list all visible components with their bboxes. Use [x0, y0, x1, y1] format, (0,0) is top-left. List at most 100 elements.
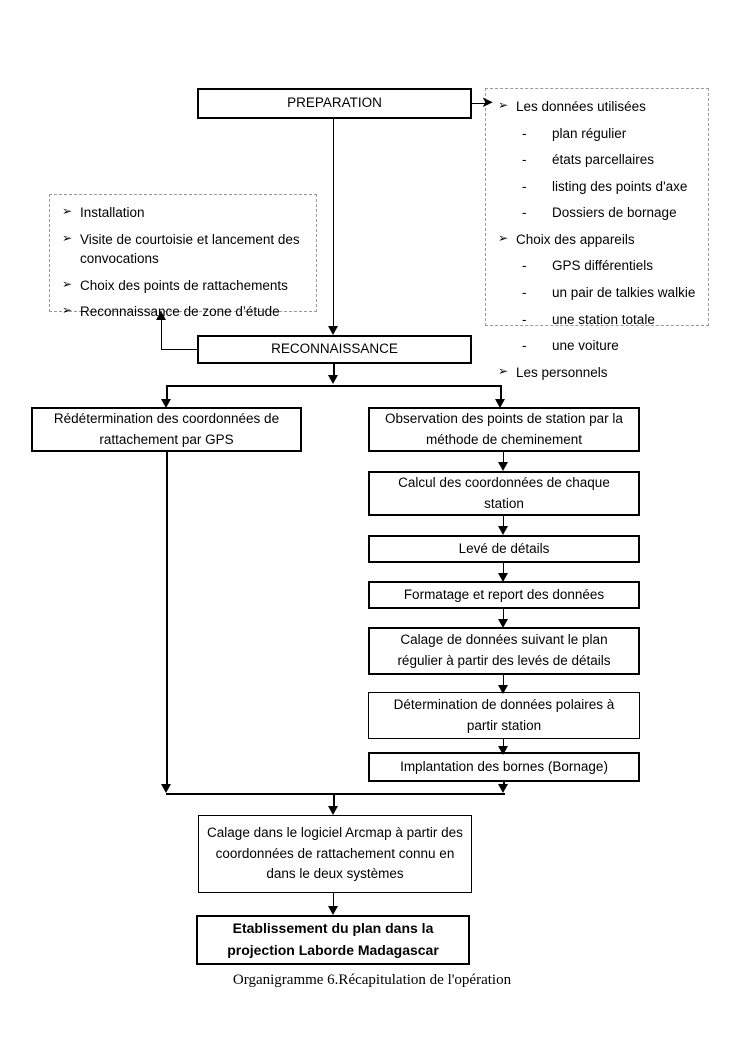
note-item: - une station totale: [496, 310, 698, 330]
note-reconnaissance-details: ➢ Installation ➢ Visite de courtoisie et…: [49, 194, 317, 319]
note-reconnaissance-list: ➢ Installation ➢ Visite de courtoisie et…: [60, 203, 306, 322]
note-item: - états parcellaires: [496, 150, 698, 170]
dash-bullet-icon: -: [522, 205, 527, 221]
dash-bullet-icon: -: [522, 338, 527, 354]
bullet-arrow-icon: ➢: [62, 230, 73, 245]
node-implantation-label: Implantation des bornes (Bornage): [400, 758, 608, 774]
note-item: ➢ Choix des points de rattachements: [60, 276, 306, 296]
note-item-label: Reconnaissance de zone d’étude: [80, 304, 280, 320]
connector-formatage-calage: [503, 609, 505, 621]
dash-bullet-icon: -: [522, 152, 527, 168]
node-preparation[interactable]: PREPARATION: [197, 88, 472, 119]
note-item: ➢ Installation: [60, 203, 306, 223]
connector-redetermination-down: [166, 452, 168, 786]
note-item-label: Choix des appareils: [516, 231, 635, 247]
note-item-label: états parcellaires: [552, 152, 655, 168]
node-formatage-label: Formatage et report des données: [403, 586, 605, 602]
arrowhead-to-leve: [498, 526, 508, 535]
connector-reconnaissance-down: [333, 364, 335, 377]
note-item-label: GPS différentiels: [552, 258, 654, 274]
note-item-label: Dossiers de bornage: [552, 205, 677, 221]
arrowhead-to-observation: [495, 399, 505, 408]
note-item: - un pair de talkies walkie: [496, 283, 698, 303]
arrowhead-to-reconnaissance: [328, 326, 338, 335]
note-item: - listing des points d'axe: [496, 177, 698, 197]
note-item-label: Visite de courtoisie et lancement des co…: [80, 231, 300, 267]
node-calage-arcmap[interactable]: Calage dans le logiciel Arcmap à partir …: [198, 815, 472, 893]
note-preparation-details: ➢ Les données utilisées - plan régulier …: [485, 88, 709, 380]
arrowhead-to-calcul: [498, 462, 508, 471]
note-item: ➢ Visite de courtoisie et lancement des …: [60, 230, 306, 269]
note-item: ➢ Choix des appareils: [496, 230, 698, 250]
split-bar: [166, 385, 502, 387]
node-implantation[interactable]: Implantation des bornes (Bornage): [368, 752, 640, 782]
note-item: - GPS différentiels: [496, 256, 698, 276]
node-observation-label: Observation des points de station par la…: [385, 410, 623, 447]
arrowhead-to-note-reconnaissance: [156, 311, 166, 320]
connector-preparation-reconnaissance: [333, 119, 335, 326]
node-observation[interactable]: Observation des points de station par la…: [368, 407, 640, 452]
node-reconnaissance-label: RECONNAISSANCE: [271, 341, 398, 357]
note-item-label: Les personnels: [516, 364, 608, 380]
note-item-label: listing des points d'axe: [552, 178, 688, 194]
merge-stem: [333, 793, 335, 808]
arrowhead-left-merge: [161, 784, 171, 793]
note-item-label: une station totale: [552, 311, 655, 327]
merge-bar: [166, 793, 505, 795]
note-item: ➢ Les données utilisées: [496, 97, 698, 117]
node-calcul-label: Calcul des coordonnées de chaque station: [398, 474, 610, 511]
bullet-arrow-icon: ➢: [62, 303, 73, 318]
node-reconnaissance[interactable]: RECONNAISSANCE: [197, 335, 472, 364]
dash-bullet-icon: -: [522, 125, 527, 141]
arrowhead-to-calage-plan: [498, 619, 508, 628]
dash-bullet-icon: -: [522, 284, 527, 300]
note-item-label: Choix des points de rattachements: [80, 277, 288, 293]
node-calcul[interactable]: Calcul des coordonnées de chaque station: [368, 471, 640, 516]
arrowhead-preparation-to-note: ➤: [481, 94, 494, 111]
note-item-label: plan régulier: [552, 125, 627, 141]
connector-reconnaissance-to-note-v: [161, 320, 163, 350]
connector-observation-calcul: [503, 452, 505, 464]
node-formatage[interactable]: Formatage et report des données: [368, 581, 640, 609]
connector-leve-formatage: [503, 563, 505, 575]
arrowhead-to-formatage: [498, 573, 508, 582]
note-item-label: une voiture: [552, 338, 619, 354]
node-leve-label: Levé de détails: [458, 540, 550, 556]
bullet-arrow-icon: ➢: [498, 230, 509, 245]
node-determination-polaires-label: Détermination de données polaires à part…: [393, 696, 615, 733]
node-redetermination-label: Rédétermination des coordonnées de ratta…: [53, 410, 280, 447]
note-item-label: un pair de talkies walkie: [552, 284, 696, 300]
node-determination-polaires[interactable]: Détermination de données polaires à part…: [368, 692, 640, 739]
note-item: ➢ Les personnels: [496, 363, 698, 383]
note-item-label: Installation: [80, 205, 145, 220]
note-preparation-list: ➢ Les données utilisées - plan régulier …: [496, 97, 698, 382]
arrowhead-to-determination-polaires: [498, 685, 508, 694]
connector-determination-implantation: [503, 739, 505, 750]
node-preparation-label: PREPARATION: [287, 95, 382, 111]
dash-bullet-icon: -: [522, 258, 527, 274]
note-item: - une voiture: [496, 336, 698, 356]
arrowhead-right-merge: [498, 784, 508, 793]
arrowhead-to-redetermination: [161, 399, 171, 408]
node-redetermination[interactable]: Rédétermination des coordonnées de ratta…: [31, 407, 302, 452]
connector-reconnaissance-to-note-h: [161, 349, 198, 351]
figure-caption: Organigramme 6.Récapitulation de l'opéra…: [232, 972, 512, 988]
node-etablissement[interactable]: Etablissement du plan dans la projection…: [196, 915, 470, 965]
dash-bullet-icon: -: [522, 311, 527, 327]
arrowhead-to-implantation: [498, 746, 508, 755]
arrowhead-split-stem: [328, 375, 338, 384]
bullet-arrow-icon: ➢: [62, 276, 73, 291]
note-item: ➢ Reconnaissance de zone d’étude: [60, 302, 306, 322]
arrowhead-to-calage-arcmap: [328, 806, 338, 815]
dash-bullet-icon: -: [522, 178, 527, 194]
note-item: - Dossiers de bornage: [496, 203, 698, 223]
bullet-arrow-icon: ➢: [498, 98, 509, 112]
node-leve[interactable]: Levé de détails: [368, 535, 640, 563]
bullet-arrow-icon: ➢: [62, 204, 73, 218]
split-branch-right: [500, 385, 502, 402]
note-item-label: Les données utilisées: [516, 99, 646, 114]
split-branch-left: [166, 385, 168, 402]
node-calage-plan[interactable]: Calage de données suivant le plan réguli…: [368, 627, 640, 675]
bullet-arrow-icon: ➢: [498, 363, 509, 378]
